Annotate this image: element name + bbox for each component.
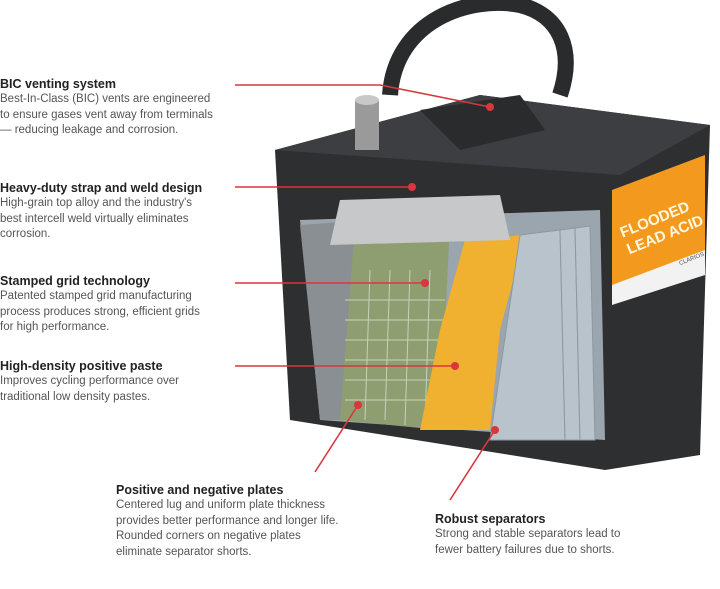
callout-text: eliminate separator shorts.: [116, 545, 252, 558]
callout-text: Improves cycling performance over: [0, 375, 179, 387]
callout-text: process produces strong, efficient grids: [0, 305, 200, 318]
callout-text: Patented stamped grid manufacturing: [0, 290, 192, 302]
cast-on-strap: [330, 195, 510, 245]
terminal-top: [355, 95, 379, 105]
battery-handle: [382, 0, 574, 98]
callout-strap-weld: Heavy-duty strap and weld design High-gr…: [0, 180, 202, 243]
grid-pattern: [345, 269, 445, 426]
callout-stamped-grid: Stamped grid technology Patented stamped…: [0, 273, 200, 336]
callout-line-venting: [235, 84, 491, 108]
callout-text: best intercell weld virtually eliminates: [0, 212, 189, 225]
callout-plates: Positive and negative plates Centered lu…: [116, 482, 338, 560]
callout-text: — reducing leakage and corrosion.: [0, 124, 179, 136]
callout-text: fewer battery failures due to shorts.: [435, 543, 615, 556]
vent-cover: [420, 95, 545, 150]
callout-text: Strong and stable separators lead to: [435, 528, 621, 540]
callout-line-separators: [449, 429, 496, 501]
callout-text: Centered lug and uniform plate thickness: [116, 499, 326, 511]
stamped-grid-plate: [340, 222, 450, 430]
callout-text: for high performance.: [0, 321, 110, 333]
callout-text: traditional low density pastes.: [0, 390, 151, 403]
separator-stack: [489, 225, 596, 441]
terminal-post: [355, 100, 379, 150]
callout-text: corrosion.: [0, 228, 51, 240]
callout-lines: [235, 84, 496, 501]
callout-text: Rounded corners on negative plates: [116, 530, 301, 542]
callout-text: provides better performance and longer l…: [116, 514, 339, 527]
callout-title: High-density positive paste: [0, 359, 163, 373]
callout-text: to ensure gases vent away from terminals: [0, 108, 213, 121]
callout-title: Robust separators: [435, 512, 546, 526]
callout-dots: [354, 103, 499, 434]
label-stripe: [612, 250, 705, 305]
callout-title: Stamped grid technology: [0, 274, 151, 288]
callout-positive-paste: High-density positive paste Improves cyc…: [0, 358, 179, 405]
callout-title: Positive and negative plates: [116, 483, 284, 497]
callout-text: Best-In-Class (BIC) vents are engineered: [0, 93, 211, 105]
callout-title: Heavy-duty strap and weld design: [0, 181, 203, 195]
callout-text: High-grain top alloy and the industry's: [0, 197, 193, 209]
callout-title: BIC venting system: [0, 77, 117, 91]
callout-line-plates: [314, 404, 359, 473]
callout-separators: Robust separators Strong and stable sepa…: [435, 511, 620, 558]
callout-bic-venting: BIC venting system Best-In-Class (BIC) v…: [0, 76, 213, 139]
positive-paste: [420, 235, 525, 430]
